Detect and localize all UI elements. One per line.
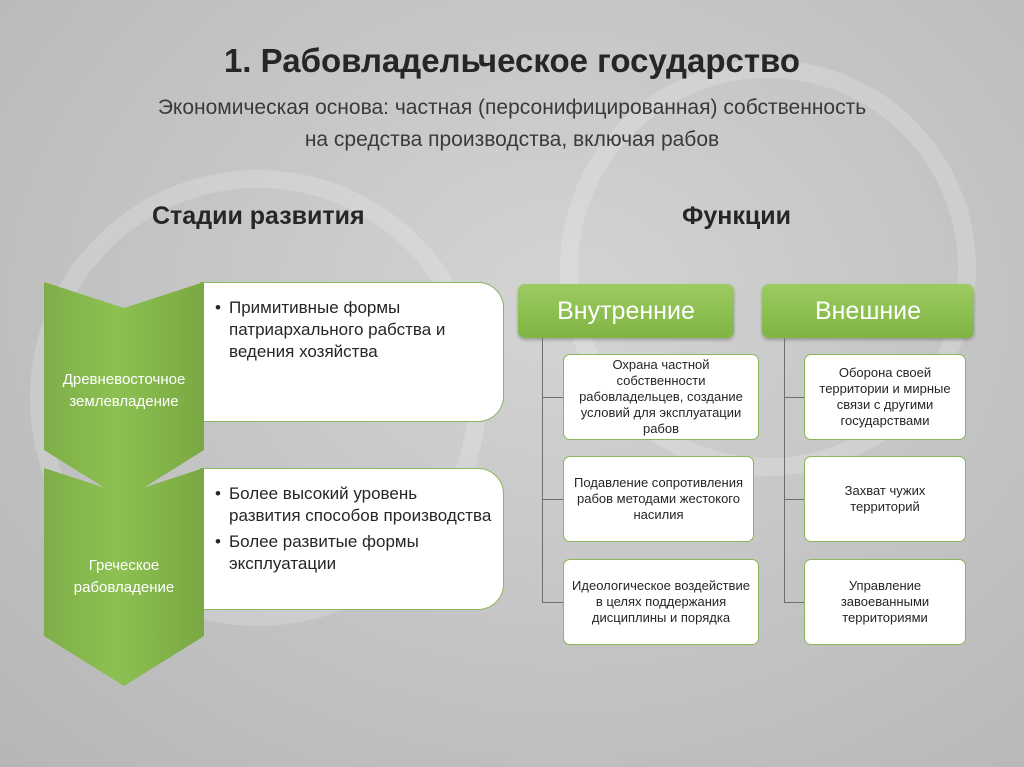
subtitle-line: Экономическая основа: частная (персонифи…: [157, 96, 867, 119]
external-function-box: Захват чужих территорий: [804, 456, 966, 542]
external-connector: [784, 338, 785, 602]
internal-connector: [542, 338, 543, 602]
page-subtitle: Экономическая основа: частная (персонифи…: [60, 92, 964, 156]
subtitle-line: на средства производства, включая рабов: [304, 128, 720, 151]
stage-1-label: Древневосточное землевладение: [63, 369, 186, 413]
stage-1-label-line: Древневосточное: [62, 371, 186, 388]
external-connector: [784, 397, 804, 398]
stage-1-description: Примитивные формы патриархального рабств…: [200, 282, 504, 422]
stage-2-chevron: Греческое рабовладение: [44, 468, 204, 686]
external-connector: [784, 499, 804, 500]
external-functions-header: Внешние: [762, 284, 974, 338]
functions-heading: Функции: [682, 202, 791, 230]
stage-2-bullet: Более развитые формы эксплуатации: [215, 531, 493, 575]
stage-2-label-line: Греческое: [88, 557, 160, 574]
stage-2-description: Более высокий уровень развития способов …: [200, 468, 504, 610]
page-title: 1. Рабовладельческое государство: [223, 42, 801, 79]
internal-functions-header: Внутренние: [518, 284, 734, 338]
stage-1-label-line: землевладение: [69, 393, 179, 410]
internal-connector: [542, 499, 563, 500]
internal-connector: [542, 602, 563, 603]
stage-2-label-line: рабовладение: [73, 579, 175, 596]
stage-2-bullet: Более высокий уровень развития способов …: [215, 483, 493, 527]
internal-function-box: Идеологическое воздействие в целях подде…: [563, 559, 759, 645]
internal-connector: [542, 397, 563, 398]
internal-function-box: Подавление сопротивления рабов методами …: [563, 456, 754, 542]
external-connector: [784, 602, 804, 603]
stage-2-label: Греческое рабовладение: [74, 555, 174, 599]
stage-1-bullet: Примитивные формы патриархального рабств…: [215, 297, 493, 363]
external-function-box: Оборона своей территории и мирные связи …: [804, 354, 966, 440]
external-function-box: Управление завоеванными территориями: [804, 559, 966, 645]
stage-1-chevron: Древневосточное землевладение: [44, 282, 204, 500]
internal-function-box: Охрана частной собственности рабовладель…: [563, 354, 759, 440]
stages-heading: Стадии развития: [152, 202, 365, 230]
